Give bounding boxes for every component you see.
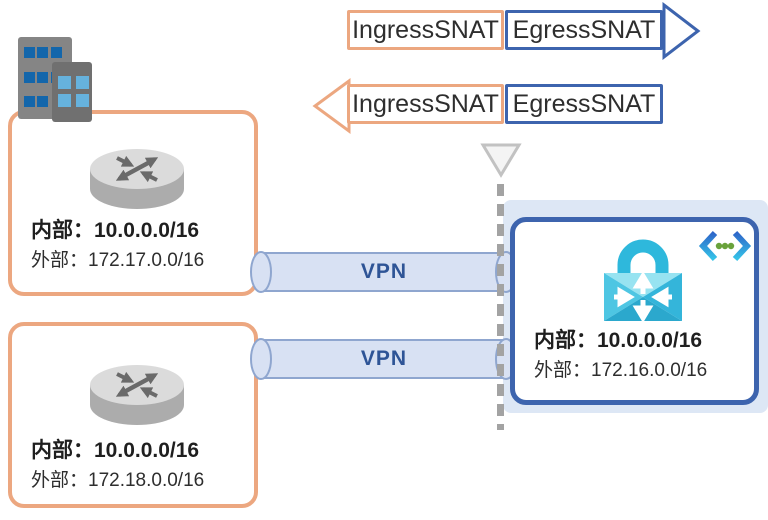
onprem-site-1-box: 内部：10.0.0.0/16 外部：172.17.0.0/16 [8,110,258,296]
gateway-addresses: 内部：10.0.0.0/16 外部：172.16.0.0/16 [534,326,707,385]
office-buildings-icon [18,37,92,122]
arrow-right-icon [662,2,701,60]
vpn-tunnel-1-label: VPN [360,260,408,283]
site-2-addresses: 内部：10.0.0.0/16 外部：172.18.0.0/16 [31,436,204,495]
inbound-ingress-snat-label: IngressSNAT [347,84,504,124]
vpn-gateway-lock-icon [604,239,682,323]
gateway-external-address: 外部：172.16.0.0/16 [534,360,708,381]
nat-boundary-triangle-icon [480,143,522,178]
vpn-gateway-box: 内部：10.0.0.0/16 外部：172.16.0.0/16 [510,217,759,405]
vpn-tunnel-2: VPN [249,337,519,381]
inbound-egress-snat-label: EgressSNAT [505,84,663,124]
site-2-internal-address: 内部：10.0.0.0/16 [31,439,200,462]
outbound-egress-snat-label: EgressSNAT [505,10,663,50]
router-icon [87,144,187,219]
vpn-tunnel-1: VPN [249,250,519,294]
gateway-internal-address: 内部：10.0.0.0/16 [534,329,703,352]
onprem-site-2-box: 内部：10.0.0.0/16 外部：172.18.0.0/16 [8,322,258,508]
tunnel-cylinder-icon [250,338,517,380]
outbound-ingress-snat-label: IngressSNAT [347,10,504,50]
virtual-network-icon [698,230,752,262]
arrow-left-icon [312,78,351,134]
router-icon [87,360,187,435]
vpn-tunnel-2-label: VPN [360,347,408,370]
nat-boundary-dashed-line [497,184,504,430]
site-2-external-address: 外部：172.18.0.0/16 [31,470,205,491]
site-1-external-address: 外部：172.17.0.0/16 [31,250,205,271]
site-1-addresses: 内部：10.0.0.0/16 外部：172.17.0.0/16 [31,216,204,275]
site-1-internal-address: 内部：10.0.0.0/16 [31,219,200,242]
